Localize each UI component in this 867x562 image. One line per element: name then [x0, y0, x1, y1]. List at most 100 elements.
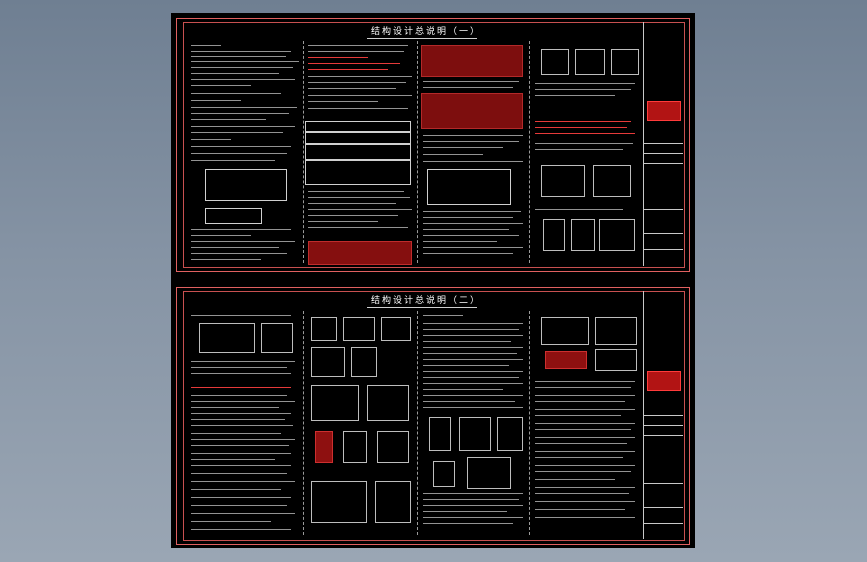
material-table [305, 121, 411, 185]
note-line [423, 523, 513, 524]
sheet1-title-block-line [643, 143, 683, 144]
note-line [191, 401, 295, 402]
note-line [423, 223, 523, 224]
red-table [421, 93, 523, 129]
note-line [423, 511, 507, 512]
detail-drawing [497, 417, 523, 451]
note-line [191, 459, 275, 460]
spec-table [205, 208, 262, 224]
detail-drawing [595, 317, 637, 345]
note-line [535, 517, 635, 518]
detail-drawing [261, 323, 293, 353]
note-line [308, 209, 412, 210]
sheet2-col-divider-3 [529, 311, 530, 535]
note-line [308, 221, 378, 222]
note-line [423, 395, 523, 396]
note-line [423, 135, 523, 136]
sheet2-col-divider-2 [417, 311, 418, 535]
note-line [191, 439, 295, 440]
note-line-red [191, 387, 291, 388]
detail-drawing [343, 431, 367, 463]
note-line [535, 501, 635, 502]
sheet2-title-block-line [643, 435, 683, 436]
sheet2-inner-frame [183, 291, 685, 541]
note-line [191, 132, 283, 133]
note-line [191, 259, 261, 260]
detail-drawing [541, 165, 585, 197]
note-line [191, 367, 287, 368]
note-line [423, 241, 497, 242]
note-line [423, 247, 523, 248]
note-line [535, 451, 635, 452]
note-line [308, 203, 396, 204]
detail-drawing [459, 417, 491, 451]
sheet1-col-divider-1 [303, 41, 304, 263]
note-line [191, 79, 295, 80]
note-line [423, 353, 517, 354]
detail-drawing [543, 219, 565, 251]
note-line [191, 241, 295, 242]
detail-drawing [311, 347, 345, 377]
note-line [191, 453, 291, 454]
note-line [423, 493, 523, 494]
sheet2-title-block-line [643, 415, 683, 416]
note-line [191, 497, 291, 498]
note-line [423, 161, 523, 162]
sheet2-title-block-line [643, 523, 683, 524]
material-table-row [305, 131, 411, 133]
spec-table [427, 169, 511, 205]
note-line [191, 425, 293, 426]
note-line [191, 113, 289, 114]
detail-drawing [541, 317, 589, 345]
detail-drawing [351, 347, 377, 377]
note-line [423, 401, 515, 402]
detail-drawing [599, 219, 635, 251]
note-line [423, 371, 523, 372]
note-line [535, 429, 631, 430]
detail-drawing [429, 417, 451, 451]
note-line [191, 93, 281, 94]
sheet2-title-block-stamp [647, 371, 681, 391]
note-line [535, 409, 635, 410]
note-line [191, 445, 289, 446]
note-line [535, 509, 625, 510]
note-line [535, 457, 623, 458]
detail-drawing-red [545, 351, 587, 369]
note-line [535, 415, 621, 416]
note-line [423, 335, 523, 336]
note-line [423, 323, 523, 324]
note-line [535, 95, 615, 96]
note-line [308, 197, 410, 198]
note-line [191, 419, 285, 420]
note-line [191, 51, 291, 52]
red-table [308, 241, 412, 265]
detail-drawing [467, 457, 511, 489]
drawing-sheet[interactable]: 结构设计总说明（一） [171, 13, 695, 548]
note-line [308, 95, 412, 96]
note-line [191, 529, 291, 530]
detail-drawing [367, 385, 409, 421]
sheet1-title-block-stamp [647, 101, 681, 121]
note-line [191, 61, 299, 62]
note-line-red [535, 127, 627, 128]
detail-drawing [571, 219, 595, 251]
note-line [535, 465, 635, 466]
note-line [191, 253, 287, 254]
note-line [535, 423, 635, 424]
detail-drawing [593, 165, 631, 197]
note-line [423, 253, 513, 254]
sheet1-title-block-line [643, 249, 683, 250]
note-line [191, 315, 291, 316]
note-line [423, 505, 523, 506]
note-line [308, 76, 412, 77]
note-line [423, 315, 463, 316]
note-line [191, 247, 279, 248]
note-line [191, 229, 291, 230]
note-line [308, 191, 404, 192]
note-line [191, 361, 295, 362]
note-line [191, 465, 291, 466]
note-line [423, 229, 509, 230]
note-line [191, 153, 287, 154]
note-line [191, 481, 295, 482]
